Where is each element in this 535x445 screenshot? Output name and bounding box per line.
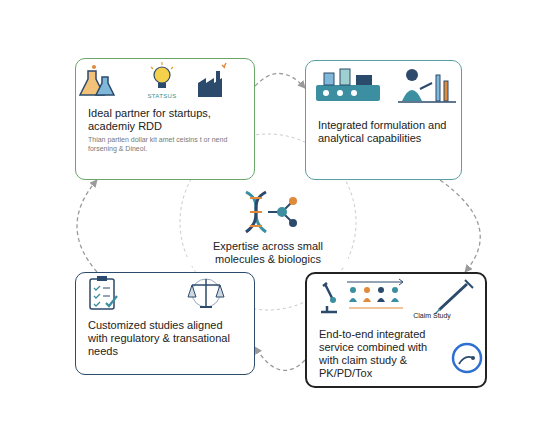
box-heading: Ideal partner for startups, academiy RDD (88, 107, 244, 133)
service-box: End-to-end integrated service combined w… (305, 272, 487, 388)
dna-molecule-icon (246, 192, 297, 232)
cycle-connector (255, 347, 305, 370)
box-body: Ideal partner for startups, academiy RDD… (76, 59, 254, 159)
box-body: Integrated formulation and analytical ca… (306, 61, 461, 151)
service-box: Integrated formulation and analytical ca… (305, 60, 462, 180)
service-box: Customized studies aligned with regulato… (75, 272, 255, 375)
box-note: Thian partlen dollar kit amet ceisins t … (88, 136, 244, 153)
box-heading: End-to-end integrated service combined w… (319, 328, 443, 380)
startup-icons (76, 59, 256, 107)
box-heading: Integrated formulation and analytical ca… (318, 119, 451, 145)
caption-label: Expertise across small molecules & biolo… (188, 240, 348, 266)
lab-equipment-icons (306, 61, 463, 117)
cycle-connector (440, 180, 480, 272)
box-body: Customized studies aligned with regulato… (76, 273, 254, 364)
caption-label: Claim Study (409, 312, 455, 319)
service-box: Ideal partner for startups, academiy RDD… (75, 58, 255, 180)
cycle-connector (77, 180, 97, 272)
cycle-connector (255, 73, 305, 88)
caption-label: STATSUS (142, 93, 182, 99)
box-heading: Customized studies aligned with regulato… (88, 319, 244, 358)
box-body: End-to-end integrated service combined w… (307, 274, 485, 386)
regulatory-icons (76, 273, 256, 315)
